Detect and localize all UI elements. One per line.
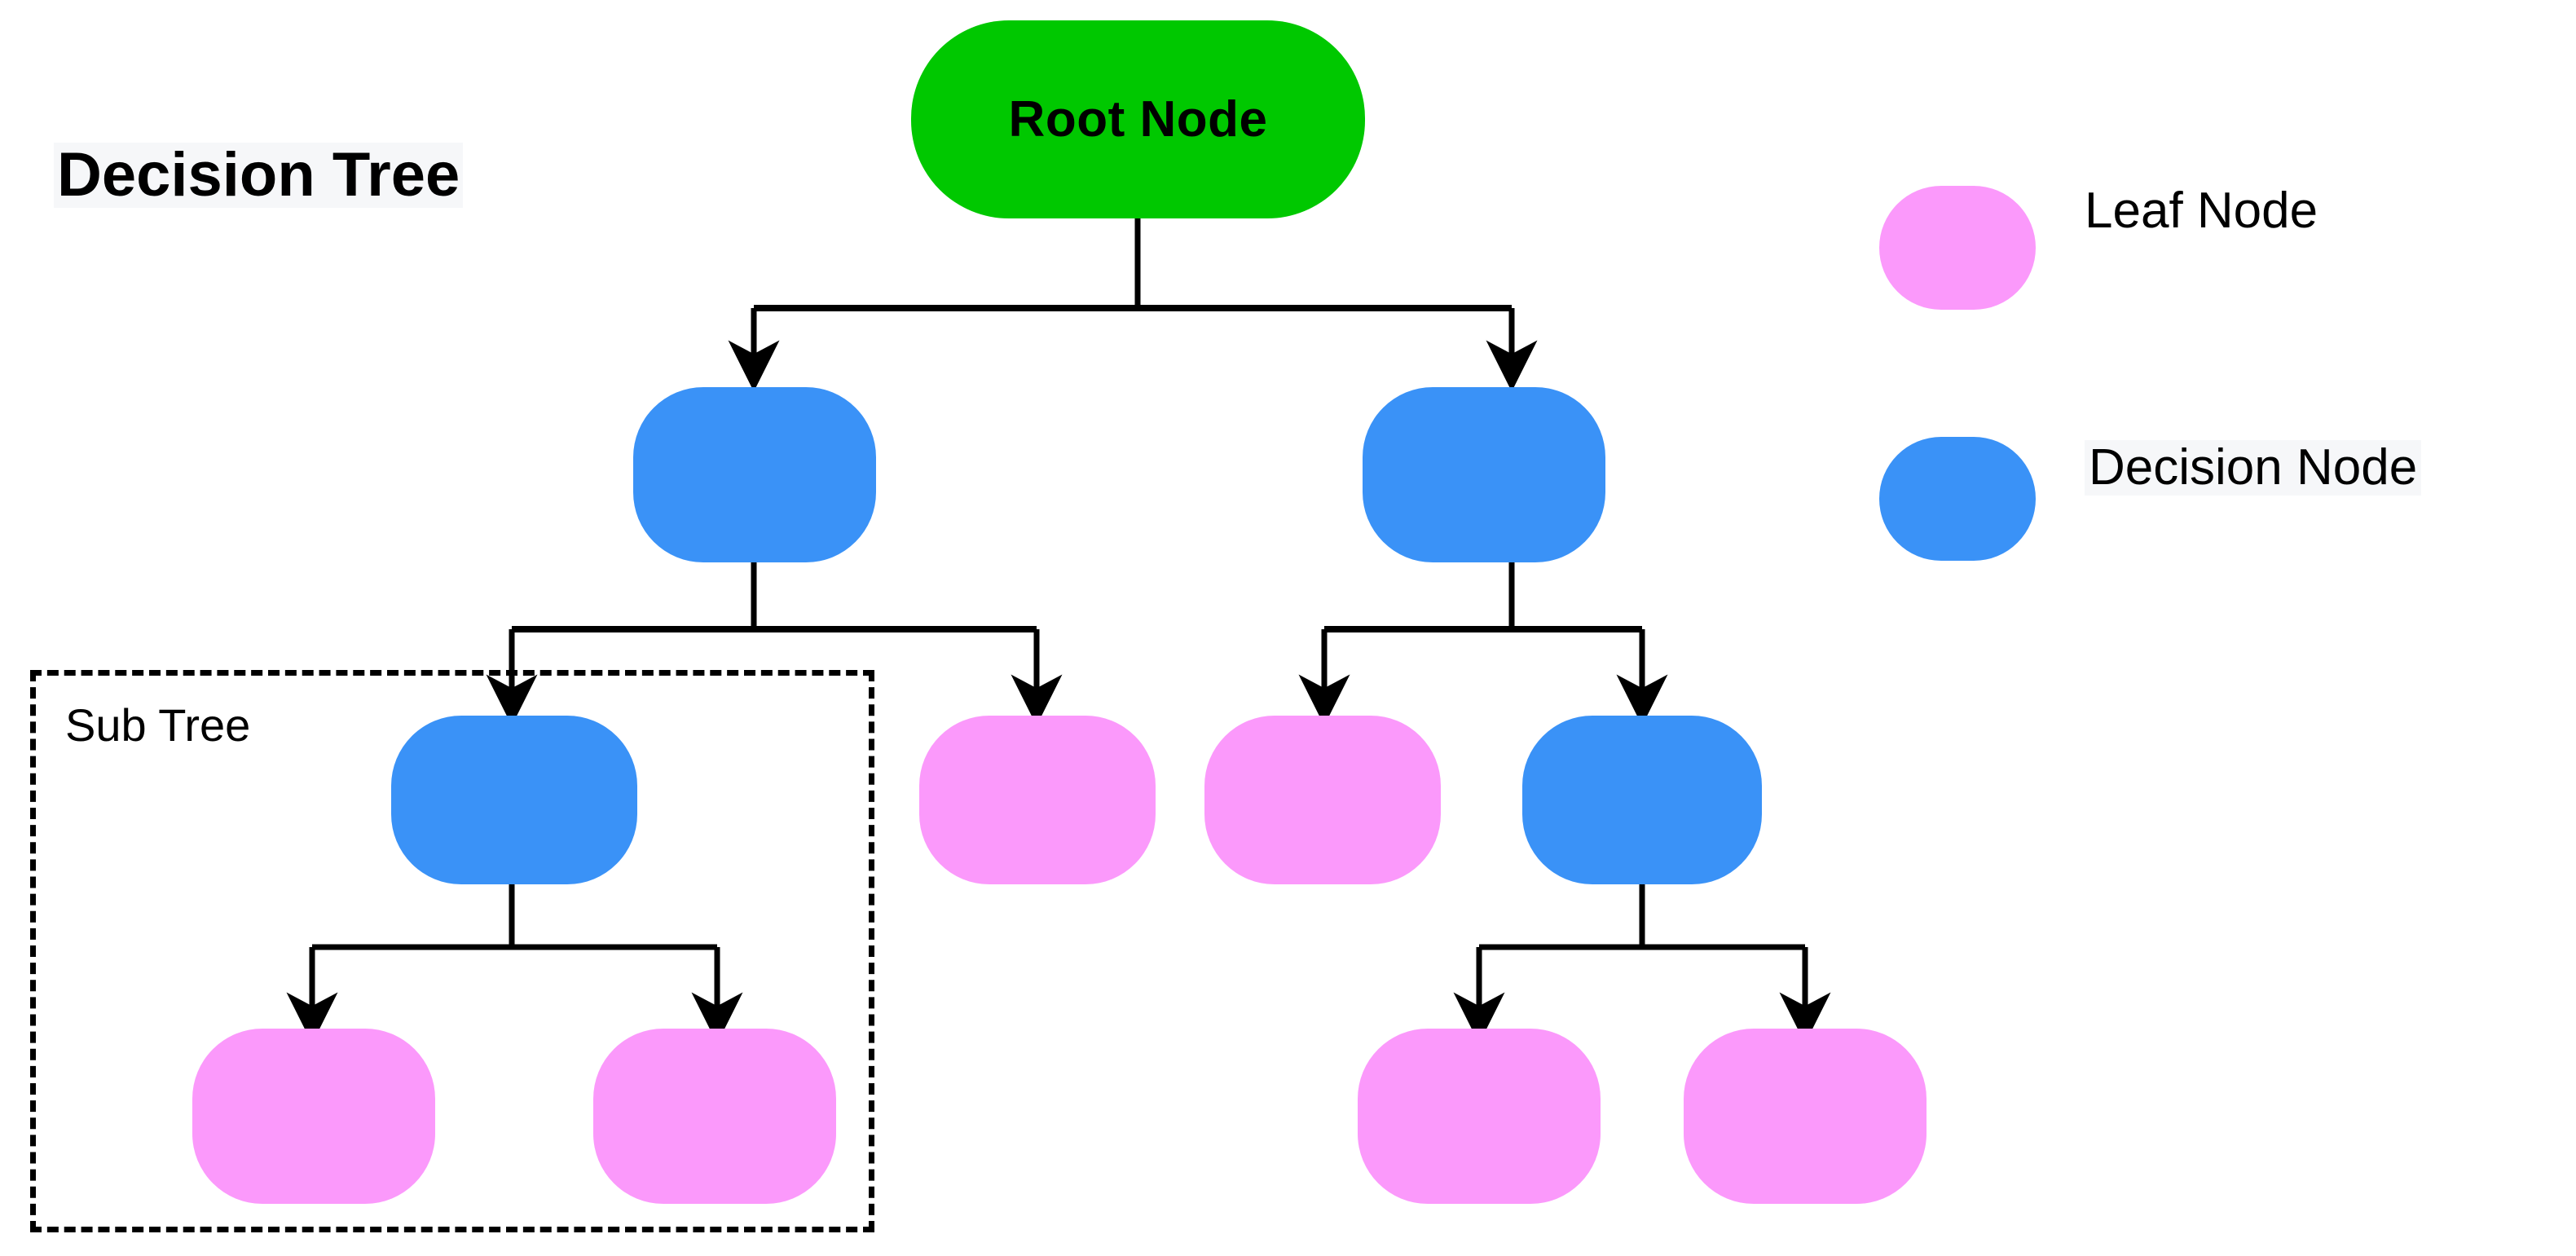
subtree-label: Sub Tree [65,699,251,751]
node-decision-1[interactable] [633,387,876,562]
legend-label-leaf-node: Leaf Node [2085,183,2318,239]
node-leaf-5[interactable] [1358,1029,1601,1204]
node-root[interactable]: Root Node [911,20,1365,218]
node-decision-3-subtree-root[interactable] [391,716,637,884]
edge-decision-4-children [1453,884,1831,1044]
legend-swatch-leaf-node [1879,186,2036,310]
legend-label-decision-node: Decision Node [2085,440,2422,496]
node-leaf-4[interactable] [593,1029,836,1204]
edge-decision-2-children [1298,562,1668,726]
node-decision-2[interactable] [1363,387,1605,562]
legend-swatch-decision-node [1879,437,2036,561]
node-decision-4[interactable] [1522,716,1762,884]
edge-root-to-decision-1 [728,218,1512,392]
node-leaf-1[interactable] [919,716,1156,884]
node-leaf-2[interactable] [1204,716,1441,884]
subtree-boundary-box [30,670,874,1232]
node-leaf-3[interactable] [192,1029,435,1204]
node-leaf-6[interactable] [1684,1029,1926,1204]
page-title: Decision Tree [54,143,464,208]
